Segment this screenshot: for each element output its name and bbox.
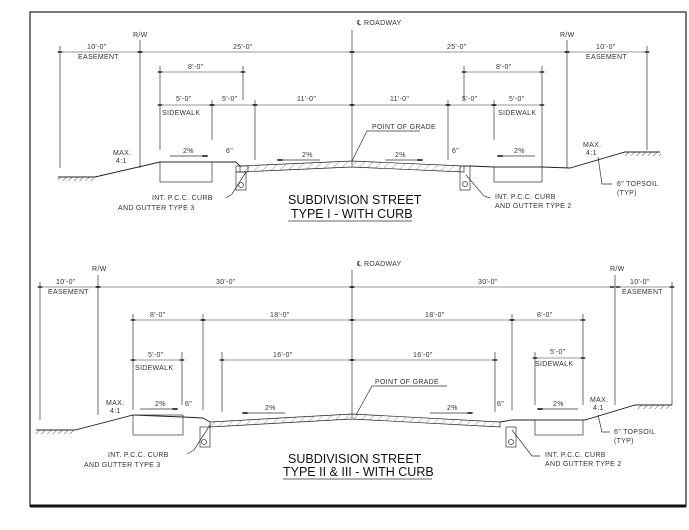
curb-dim-right: 6" xyxy=(452,148,459,155)
max-slope-left-ratio: 4:1 xyxy=(110,408,121,415)
centerline-label: ℄ ROADWAY xyxy=(356,261,402,268)
lane-dim-left: 16'-0" xyxy=(273,352,293,359)
ground-profile-left xyxy=(36,414,211,431)
back-dim-left: 8'-0" xyxy=(188,64,204,71)
max-slope-left: MAX. xyxy=(113,150,131,157)
easement-dim-left: 10'-0" xyxy=(56,279,76,286)
easement-label-left: EASEMENT xyxy=(48,289,89,296)
section-title: SUBDIVISION STREET xyxy=(288,452,422,466)
max-slope-left: MAX. xyxy=(106,400,124,407)
easement-label-right: EASEMENT xyxy=(622,289,663,296)
parkway-dim-left: 5'-0" xyxy=(222,96,238,103)
topsoil-note-2: (TYP) xyxy=(614,438,634,445)
back-dim-left: 8'-0" xyxy=(150,312,166,319)
topsoil-note: 6" TOPSOIL xyxy=(614,429,655,436)
curb-dim-left: 6" xyxy=(226,148,233,155)
curb-note-right-2: AND GUTTER TYPE 2 xyxy=(545,461,622,468)
lane-dim-right: 16'-0" xyxy=(413,352,433,359)
curb-dim-right: 6" xyxy=(497,401,504,408)
curb-note-left-2: AND GUTTER TYPE 3 xyxy=(118,205,195,212)
point-of-grade-label: POINT OF GRADE xyxy=(375,379,439,386)
lane-dim-left: 11'-0" xyxy=(297,96,316,103)
half-row-dim-right: 30'-0" xyxy=(478,279,498,286)
sidewalk-dim-left: 5'-0" xyxy=(148,352,164,359)
slope-label: 2% xyxy=(395,152,406,159)
slope-label: 2% xyxy=(553,401,564,408)
curb-note-left: INT. P.C.C. CURB xyxy=(108,452,169,459)
sidewalk-label-left: SIDEWALK xyxy=(162,110,200,117)
half-row-dim-left: 25'-0" xyxy=(233,44,253,51)
slope-label: 2% xyxy=(155,401,166,408)
easement-label-right: EASEMENT xyxy=(586,54,627,61)
section-subtitle: TYPE II & III - WITH CURB xyxy=(283,465,434,479)
curb-to-cl-dim-right: 18'-0" xyxy=(425,312,445,319)
pavement xyxy=(239,160,465,173)
drawing-border xyxy=(29,11,687,507)
sidewalk-dim-right: 5'-0" xyxy=(509,96,525,103)
curb-note-right: INT. P.C.C. CURB xyxy=(545,452,606,459)
back-dim-right: 8'-0" xyxy=(537,312,553,319)
curb-dim-left: 6" xyxy=(185,401,192,408)
easement-label-left: EASEMENT xyxy=(78,54,119,61)
max-slope-right: MAX. xyxy=(590,397,608,404)
sidewalk-dim-left: 5'-0" xyxy=(176,96,192,103)
centerline-label: ℄ ROADWAY xyxy=(356,20,402,27)
section-type-i: ℄ ROADWAY R/W R/W 10'-0" EASEMENT 25'-0"… xyxy=(57,20,661,222)
slope-label: 2% xyxy=(514,148,525,155)
sidewalk-label-right: SIDEWALK xyxy=(535,361,573,368)
rw-label-right: R/W xyxy=(560,32,575,39)
back-dim-right: 8'-0" xyxy=(496,64,512,71)
easement-dim-left: 10'-0" xyxy=(87,44,107,51)
topsoil-note-2: (TYP) xyxy=(617,190,637,197)
rw-label-left: R/W xyxy=(92,266,107,273)
section-type-ii-iii: ℄ ROADWAY R/W R/W 10'-0" EASEMENT 30'-0"… xyxy=(36,261,675,480)
pavement xyxy=(209,413,501,428)
point-of-grade-label: POINT OF GRADE xyxy=(372,124,436,131)
ground-profile-left xyxy=(58,161,241,178)
half-row-dim-right: 25'-0" xyxy=(447,44,467,51)
max-slope-right-ratio: 4:1 xyxy=(593,405,604,412)
rw-label-left: R/W xyxy=(133,32,148,39)
sidewalk-label-right: SIDEWALK xyxy=(498,110,536,117)
max-slope-right: MAX. xyxy=(583,142,601,149)
parkway-dim-right: 5'-0" xyxy=(462,96,478,103)
curb-to-cl-dim-left: 18'-0" xyxy=(270,312,290,319)
topsoil-note: 6" TOPSOIL xyxy=(617,181,658,188)
sidewalk-label-left: SIDEWALK xyxy=(135,365,173,372)
slope-label: 2% xyxy=(447,405,458,412)
section-title: SUBDIVISION STREET xyxy=(288,193,422,207)
curb-note-left-2: AND GUTTER TYPE 3 xyxy=(84,462,161,469)
slope-label: 2% xyxy=(183,148,194,155)
slope-label: 2% xyxy=(302,152,313,159)
curb-note-left: INT. P.C.C. CURB xyxy=(152,195,213,202)
easement-dim-right: 10'-0" xyxy=(630,279,650,286)
lane-dim-right: 11'-0" xyxy=(390,96,409,103)
curb-note-right-2: AND GUTTER TYPE 2 xyxy=(495,203,572,210)
section-subtitle: TYPE I - WITH CURB xyxy=(291,207,413,221)
slope-label: 2% xyxy=(265,405,276,412)
easement-dim-right: 10'-0" xyxy=(596,44,616,51)
rw-label-right: R/W xyxy=(610,266,625,273)
max-slope-left-ratio: 4:1 xyxy=(116,158,127,165)
max-slope-right-ratio: 4:1 xyxy=(586,150,597,157)
curb-note-right: INT. P.C.C. CURB xyxy=(495,194,556,201)
half-row-dim-left: 30'-0" xyxy=(216,279,236,286)
sidewalk-dim-right: 5'-0" xyxy=(550,349,566,356)
